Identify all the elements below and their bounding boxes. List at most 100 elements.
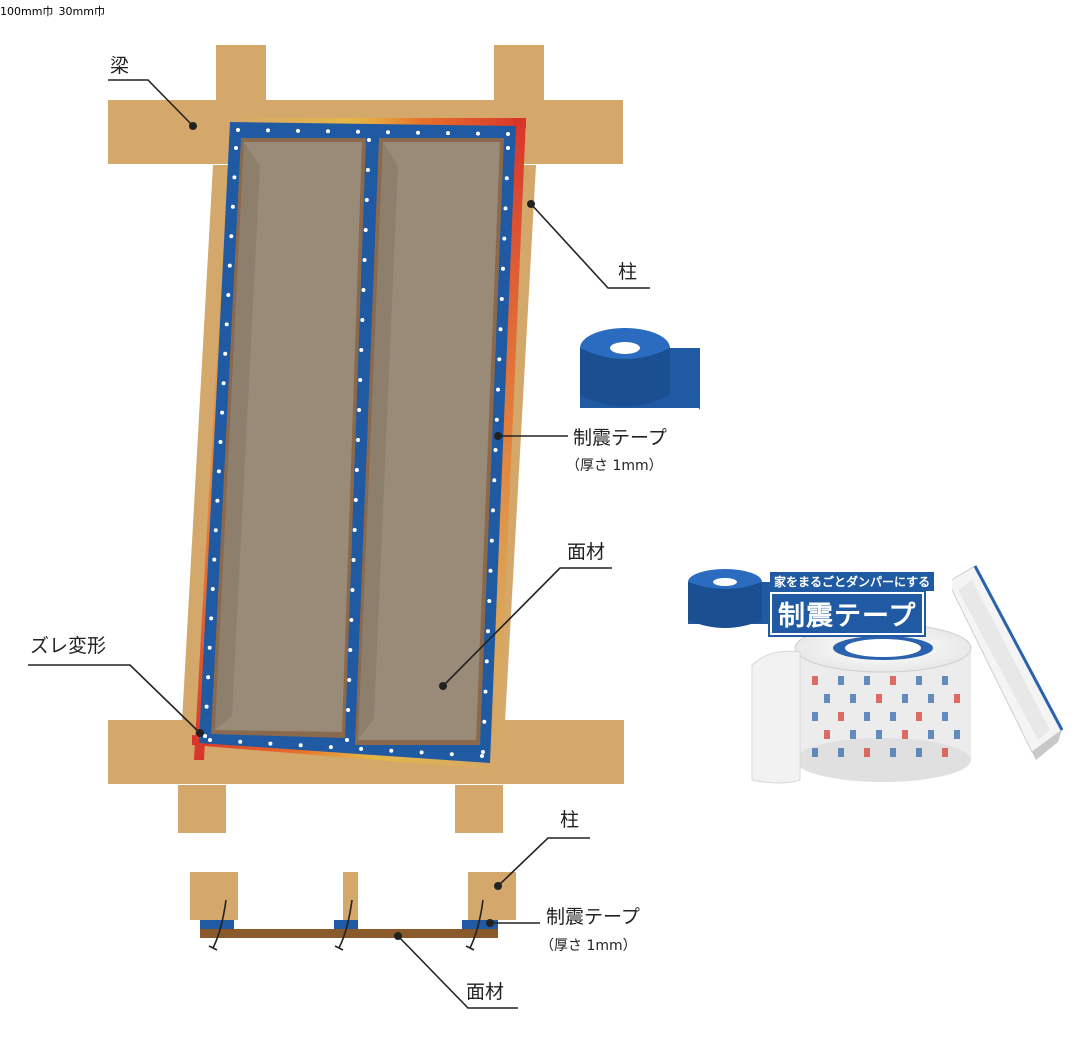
product-tape-strip: [751, 650, 801, 784]
nail-dot: [234, 146, 238, 150]
roll-print-mark: [916, 748, 922, 757]
roll-print-mark: [876, 730, 882, 739]
roll-print-mark: [954, 694, 960, 703]
nail-dot: [504, 176, 509, 181]
label-tape: 制震テープ: [573, 427, 667, 449]
roll-print-mark: [864, 676, 870, 685]
product-tagline: 家をまるごとダンパーにする: [770, 572, 935, 591]
label-beam-group: 梁: [108, 55, 197, 130]
nail-dot: [502, 236, 507, 241]
label-column-top-group: 柱: [527, 200, 650, 289]
nail-dot: [367, 138, 371, 142]
label-beam: 梁: [110, 55, 129, 77]
nail-dot: [223, 351, 228, 356]
nail-dot: [358, 378, 363, 382]
nail-dot: [351, 558, 356, 562]
tape-roll-icon: [580, 328, 700, 410]
roll-print-mark: [850, 730, 856, 739]
roll-print-mark: [928, 694, 934, 703]
nail-dot: [386, 130, 390, 135]
nail-dot: [482, 719, 487, 724]
nail-dot: [352, 528, 357, 532]
nail-dot: [487, 599, 492, 603]
roll-print-mark: [864, 712, 870, 721]
nail-dot: [497, 357, 502, 362]
nail-dot: [494, 417, 499, 422]
nail-dot: [356, 129, 360, 134]
nail-dot: [354, 468, 359, 472]
roll-print-mark: [890, 712, 896, 721]
cross-section: [190, 872, 516, 951]
nail-dot: [498, 327, 503, 332]
nail-dot: [492, 478, 497, 483]
nail-dot: [232, 175, 237, 180]
nail-dot: [365, 168, 370, 172]
nail-dot: [203, 734, 207, 738]
roll-print-mark: [902, 694, 908, 703]
roll-print-mark: [824, 694, 830, 703]
label-section-tape-thickness: （厚さ 1mm）: [540, 938, 637, 954]
nail-dot: [506, 132, 510, 136]
nail-dot: [220, 410, 225, 415]
nail-dot: [207, 645, 212, 650]
nail-dot: [449, 752, 454, 757]
label-column: 柱: [618, 261, 637, 283]
roll-print-mark: [838, 748, 844, 757]
roll-print-pattern: [812, 676, 960, 757]
roll-print-mark: [928, 730, 934, 739]
section-panel: [200, 929, 498, 938]
nail-dot: [208, 738, 212, 742]
nail-dot: [345, 738, 349, 742]
nail-dot: [209, 616, 214, 621]
nail-dot: [213, 528, 218, 533]
nail-dot: [266, 128, 270, 133]
nail-dot: [481, 750, 485, 754]
nail-dot: [353, 498, 358, 502]
roll-print-mark: [890, 748, 896, 757]
nail-dot: [364, 198, 369, 202]
panel-left-inner-edge: [215, 142, 260, 730]
label-section-column: 柱: [560, 809, 579, 831]
nail-dot: [212, 557, 217, 562]
nail-dot: [221, 381, 226, 386]
roll-print-mark: [812, 712, 818, 721]
nail-dot: [446, 131, 450, 136]
label-tape-thickness: （厚さ 1mm）: [566, 458, 663, 474]
nail-dot: [356, 438, 360, 442]
column-stub-bottom-left: [178, 785, 226, 833]
roll-print-mark: [902, 730, 908, 739]
nail-dot: [224, 322, 229, 327]
nail-dot: [346, 708, 351, 712]
nail-dot: [493, 448, 498, 452]
nail-dot: [361, 288, 366, 292]
roll-print-mark: [916, 712, 922, 721]
nail-dot: [226, 293, 231, 297]
nail-dot: [419, 750, 424, 755]
column-stub-bottom-right: [455, 785, 503, 833]
nail-dot: [503, 206, 508, 211]
nail-dot: [236, 128, 240, 132]
nail-dot: [483, 689, 488, 694]
nail-dot: [348, 648, 353, 652]
nail-dot: [359, 348, 364, 352]
nail-dot: [363, 228, 368, 232]
nail-dot: [496, 387, 500, 392]
roll-print-mark: [850, 694, 856, 703]
nail-dot: [501, 266, 505, 271]
panel-right-inner-edge: [358, 142, 398, 740]
nail-dot: [489, 538, 494, 543]
label-section-tape: 制震テープ: [546, 906, 640, 928]
product-logo-tape-icon: [688, 569, 778, 628]
section-column-right: [468, 872, 516, 920]
nail-dot: [499, 297, 504, 301]
nail-dot: [389, 748, 394, 753]
section-tape-right: [462, 920, 498, 929]
nail-dot: [296, 128, 300, 133]
nail-dot: [268, 741, 273, 746]
nail-dots: [203, 128, 510, 758]
nail-dot: [215, 498, 220, 503]
label-shear-deformation: ズレ変形: [30, 635, 106, 657]
nail-dot: [476, 131, 480, 136]
nail-dot: [486, 629, 490, 634]
